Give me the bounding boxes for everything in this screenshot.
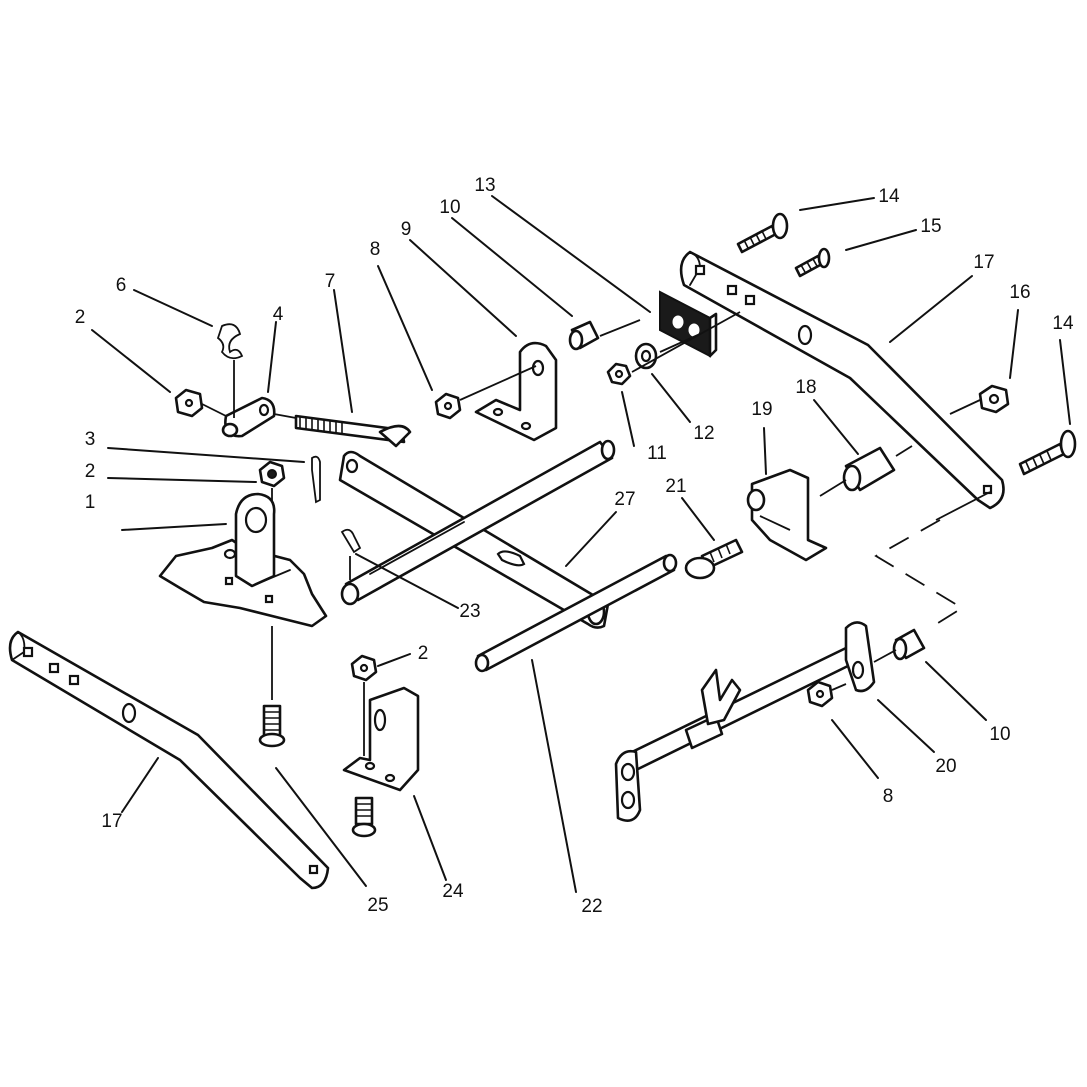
carriage-bolt-right bbox=[1018, 429, 1077, 476]
callout-labels: 1 2 2 2 3 4 6 7 8 8 9 10 10 11 12 13 14 … bbox=[75, 175, 1074, 917]
main-shaft bbox=[340, 439, 616, 606]
hair-pin-clip-6 bbox=[216, 323, 244, 418]
callout-17: 17 bbox=[101, 811, 122, 832]
callout-12: 12 bbox=[693, 423, 714, 444]
carriage-bolt-top bbox=[736, 212, 789, 254]
callout-19: 19 bbox=[751, 399, 772, 420]
callout-24: 24 bbox=[442, 881, 464, 902]
callout-23: 23 bbox=[459, 601, 480, 622]
callout-10: 10 bbox=[989, 724, 1010, 745]
callout-9: 9 bbox=[401, 219, 412, 240]
callout-25: 25 bbox=[367, 895, 388, 916]
callout-10: 10 bbox=[439, 197, 460, 218]
callout-2: 2 bbox=[418, 643, 429, 664]
pivot-bracket-19 bbox=[746, 468, 828, 562]
assembly-lines bbox=[201, 311, 991, 691]
bolt-24 bbox=[351, 796, 377, 838]
hex-nut-2-top bbox=[174, 388, 204, 418]
pivot-rod-22 bbox=[474, 553, 678, 673]
lift-arm-lower bbox=[8, 630, 330, 890]
callout-21: 21 bbox=[665, 476, 686, 497]
lift-lever-assembly bbox=[614, 621, 926, 822]
callout-22: 22 bbox=[581, 896, 602, 917]
carriage-bolt-small bbox=[794, 247, 831, 278]
callout-15: 15 bbox=[920, 216, 941, 237]
spacer-10-top bbox=[568, 320, 600, 351]
cotter-pin-23 bbox=[340, 528, 362, 580]
carriage-bolt-21 bbox=[684, 538, 744, 580]
spacer-18 bbox=[819, 446, 896, 497]
callout-14: 14 bbox=[1052, 313, 1074, 334]
callout-8: 8 bbox=[883, 786, 894, 807]
callout-4: 4 bbox=[273, 304, 284, 325]
callout-1: 1 bbox=[85, 492, 96, 513]
callout-18: 18 bbox=[795, 377, 816, 398]
callout-2: 2 bbox=[85, 461, 96, 482]
mounting-plate-1 bbox=[158, 492, 328, 700]
leader-lines bbox=[91, 195, 1071, 893]
clevis-4 bbox=[221, 396, 276, 438]
callout-8: 8 bbox=[370, 239, 381, 260]
callout-14: 14 bbox=[878, 186, 900, 207]
callout-13: 13 bbox=[474, 175, 495, 196]
callout-27: 27 bbox=[614, 489, 635, 510]
hex-nut-11 bbox=[606, 362, 632, 386]
hex-nut-8-top bbox=[434, 392, 462, 420]
angle-bracket-24 bbox=[342, 686, 420, 792]
callout-20: 20 bbox=[935, 756, 956, 777]
angle-bracket-9 bbox=[474, 341, 558, 442]
callout-11: 11 bbox=[647, 443, 667, 464]
rubber-pad bbox=[659, 290, 718, 358]
adjustment-rod-7 bbox=[294, 414, 412, 448]
callout-16: 16 bbox=[1009, 282, 1030, 303]
callout-2: 2 bbox=[75, 307, 86, 328]
hex-nut-2-bottom bbox=[350, 654, 378, 756]
bolt-25 bbox=[258, 704, 286, 748]
callout-6: 6 bbox=[116, 275, 127, 296]
callout-7: 7 bbox=[325, 271, 336, 292]
lift-arm-upper bbox=[679, 250, 1005, 510]
callout-17: 17 bbox=[973, 252, 994, 273]
callout-3: 3 bbox=[85, 429, 96, 450]
hex-nut-16 bbox=[978, 384, 1010, 414]
cotter-pin-3 bbox=[311, 455, 321, 504]
